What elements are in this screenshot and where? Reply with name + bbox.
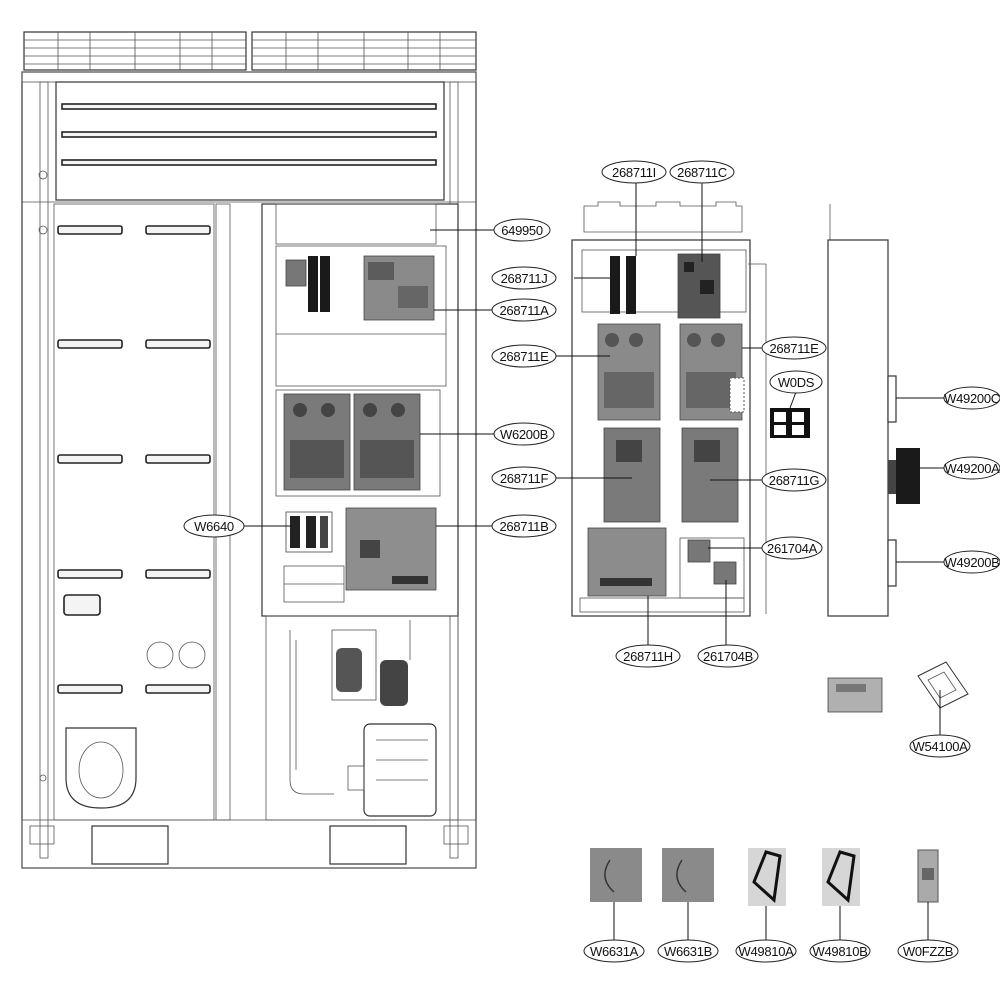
callout-text: 268711J — [501, 271, 548, 286]
leader-lines — [244, 182, 944, 940]
callout-label-W6631A[interactable]: W6631A — [583, 939, 645, 963]
callout-text: W6631B — [664, 944, 712, 959]
callout-text: W6640 — [194, 519, 234, 534]
callout-label-268711A[interactable]: 268711A — [491, 298, 557, 322]
upper-louvre-panel — [55, 81, 445, 201]
callout-label-W49200A[interactable]: W49200A — [943, 456, 1000, 480]
callout-label-268711E-left[interactable]: 268711E — [491, 344, 557, 368]
callout-label-W49810A[interactable]: W49810A — [735, 939, 797, 963]
callout-label-268711J[interactable]: 268711J — [491, 266, 557, 290]
w0ds-terminal-block — [729, 377, 810, 438]
callout-text: 268711E — [500, 349, 550, 364]
callout-label-W49200C[interactable]: W49200C — [943, 386, 1000, 410]
fan-grille-left — [23, 31, 247, 71]
outdoor-unit-cabinet — [21, 31, 477, 869]
exploded-control-box — [571, 201, 767, 617]
callout-text: W6200B — [500, 427, 548, 442]
left-front-panel — [53, 203, 231, 821]
callout-label-268711I[interactable]: 268711I — [601, 160, 667, 184]
callout-text: 268711G — [769, 473, 820, 488]
callout-label-268711E-right[interactable]: 268711E — [761, 336, 827, 360]
callout-text: 268711I — [612, 165, 656, 180]
control-box — [261, 203, 459, 617]
callout-label-W49200B[interactable]: W49200B — [943, 550, 1000, 574]
loose-parts — [590, 661, 969, 906]
callout-label-649950[interactable]: 649950 — [493, 218, 551, 242]
callout-text: 268711C — [677, 165, 727, 180]
callout-text: W49200A — [945, 461, 1000, 476]
callout-text: W49810A — [739, 944, 795, 959]
callout-label-W0DS[interactable]: W0DS — [769, 370, 823, 394]
fan-grille-right — [251, 31, 477, 71]
callout-label-268711B[interactable]: 268711B — [491, 514, 557, 538]
compressor-area — [265, 615, 459, 821]
callout-label-W0FZZB[interactable]: W0FZZB — [897, 939, 959, 963]
callout-text: 268711H — [623, 649, 673, 664]
base-frame — [21, 819, 477, 869]
callout-text: W49810B — [813, 944, 868, 959]
side-view-panel — [827, 204, 920, 617]
callout-text: W54100A — [913, 739, 969, 754]
callout-label-W49810B[interactable]: W49810B — [809, 939, 871, 963]
callout-label-W54100A[interactable]: W54100A — [909, 734, 971, 758]
callout-text: 649950 — [501, 223, 543, 238]
callout-label-261704B[interactable]: 261704B — [697, 644, 759, 668]
callout-text: 268711B — [500, 519, 549, 534]
callout-text: 261704A — [767, 541, 818, 556]
callout-text: W49200C — [944, 391, 1000, 406]
callout-label-268711G[interactable]: 268711G — [761, 468, 827, 492]
callout-text: 268711E — [770, 341, 820, 356]
callout-text: 268711A — [500, 303, 550, 318]
callout-label-268711H[interactable]: 268711H — [615, 644, 681, 668]
callout-label-268711C[interactable]: 268711C — [669, 160, 735, 184]
callout-label-W6640[interactable]: W6640 — [183, 514, 245, 538]
callout-text: W49200B — [945, 555, 1000, 570]
callout-text: 268711F — [500, 471, 549, 486]
callout-text: 261704B — [703, 649, 753, 664]
callout-label-261704A[interactable]: 261704A — [761, 536, 823, 560]
callout-text: W6631A — [590, 944, 639, 959]
callout-label-268711F[interactable]: 268711F — [491, 466, 557, 490]
callout-text: W0FZZB — [903, 944, 953, 959]
callout-label-W6200B[interactable]: W6200B — [493, 422, 555, 446]
callout-text: W0DS — [778, 375, 815, 390]
callout-label-W6631B[interactable]: W6631B — [657, 939, 719, 963]
